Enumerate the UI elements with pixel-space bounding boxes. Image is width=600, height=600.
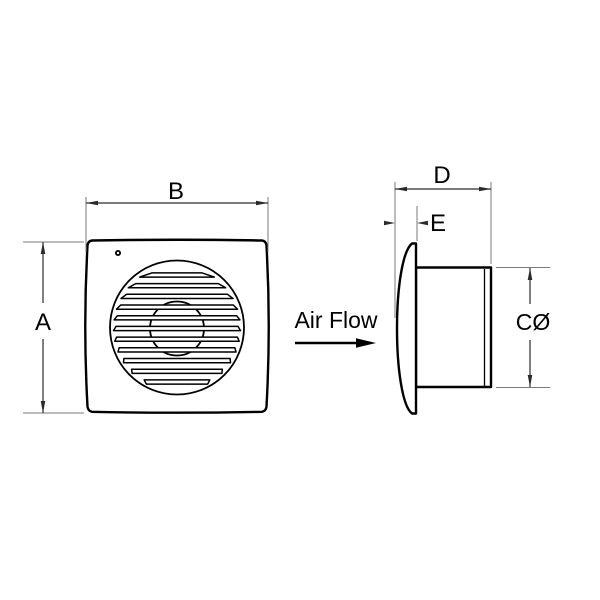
screw-hole [115, 249, 122, 256]
arrowhead-left-icon [395, 186, 407, 192]
dimension-a: A [23, 241, 84, 414]
arrowhead-down-icon [40, 401, 46, 413]
dimension-c-label: CØ [516, 309, 551, 335]
dimension-b-label: B [168, 178, 184, 205]
louver-slat [113, 314, 241, 321]
arrowhead-down-icon [527, 375, 533, 387]
louver-slat [127, 282, 227, 289]
air-flow-annotation: Air Flow [294, 307, 378, 348]
dimension-e: E [384, 206, 446, 241]
louver-slat [138, 272, 216, 278]
fan-front-view [84, 238, 270, 414]
arrowhead-up-icon [527, 268, 533, 280]
louver-slat [120, 293, 234, 300]
grille-louvers [112, 272, 242, 385]
grille-outer-circle [109, 259, 245, 396]
louver-slat [115, 304, 239, 310]
dimension-a-label: A [35, 309, 51, 336]
louver-slat [117, 347, 237, 353]
dimension-d-label: D [433, 162, 450, 189]
arrowhead-right-icon [384, 220, 395, 226]
flange-profile [395, 242, 418, 415]
dimension-d: D [394, 162, 492, 318]
dimension-e-label: E [430, 210, 446, 237]
louver-slat [130, 368, 224, 375]
arrowhead-right-icon [256, 200, 268, 206]
dimension-c: CØ [496, 267, 551, 388]
dimension-b: B [85, 178, 269, 252]
fan-side-view [395, 242, 493, 415]
louver-slat [122, 357, 232, 364]
arrowhead-left-icon [86, 200, 98, 206]
arrowhead-up-icon [40, 242, 46, 254]
louver-slat [114, 336, 240, 343]
air-flow-label: Air Flow [294, 307, 377, 333]
air-flow-arrowhead-icon [356, 338, 376, 348]
arrowhead-right-icon [479, 186, 491, 192]
louver-slat [143, 379, 211, 385]
louver-slat [112, 325, 242, 332]
arrowhead-left-icon [417, 220, 428, 226]
duct-body [414, 266, 493, 389]
